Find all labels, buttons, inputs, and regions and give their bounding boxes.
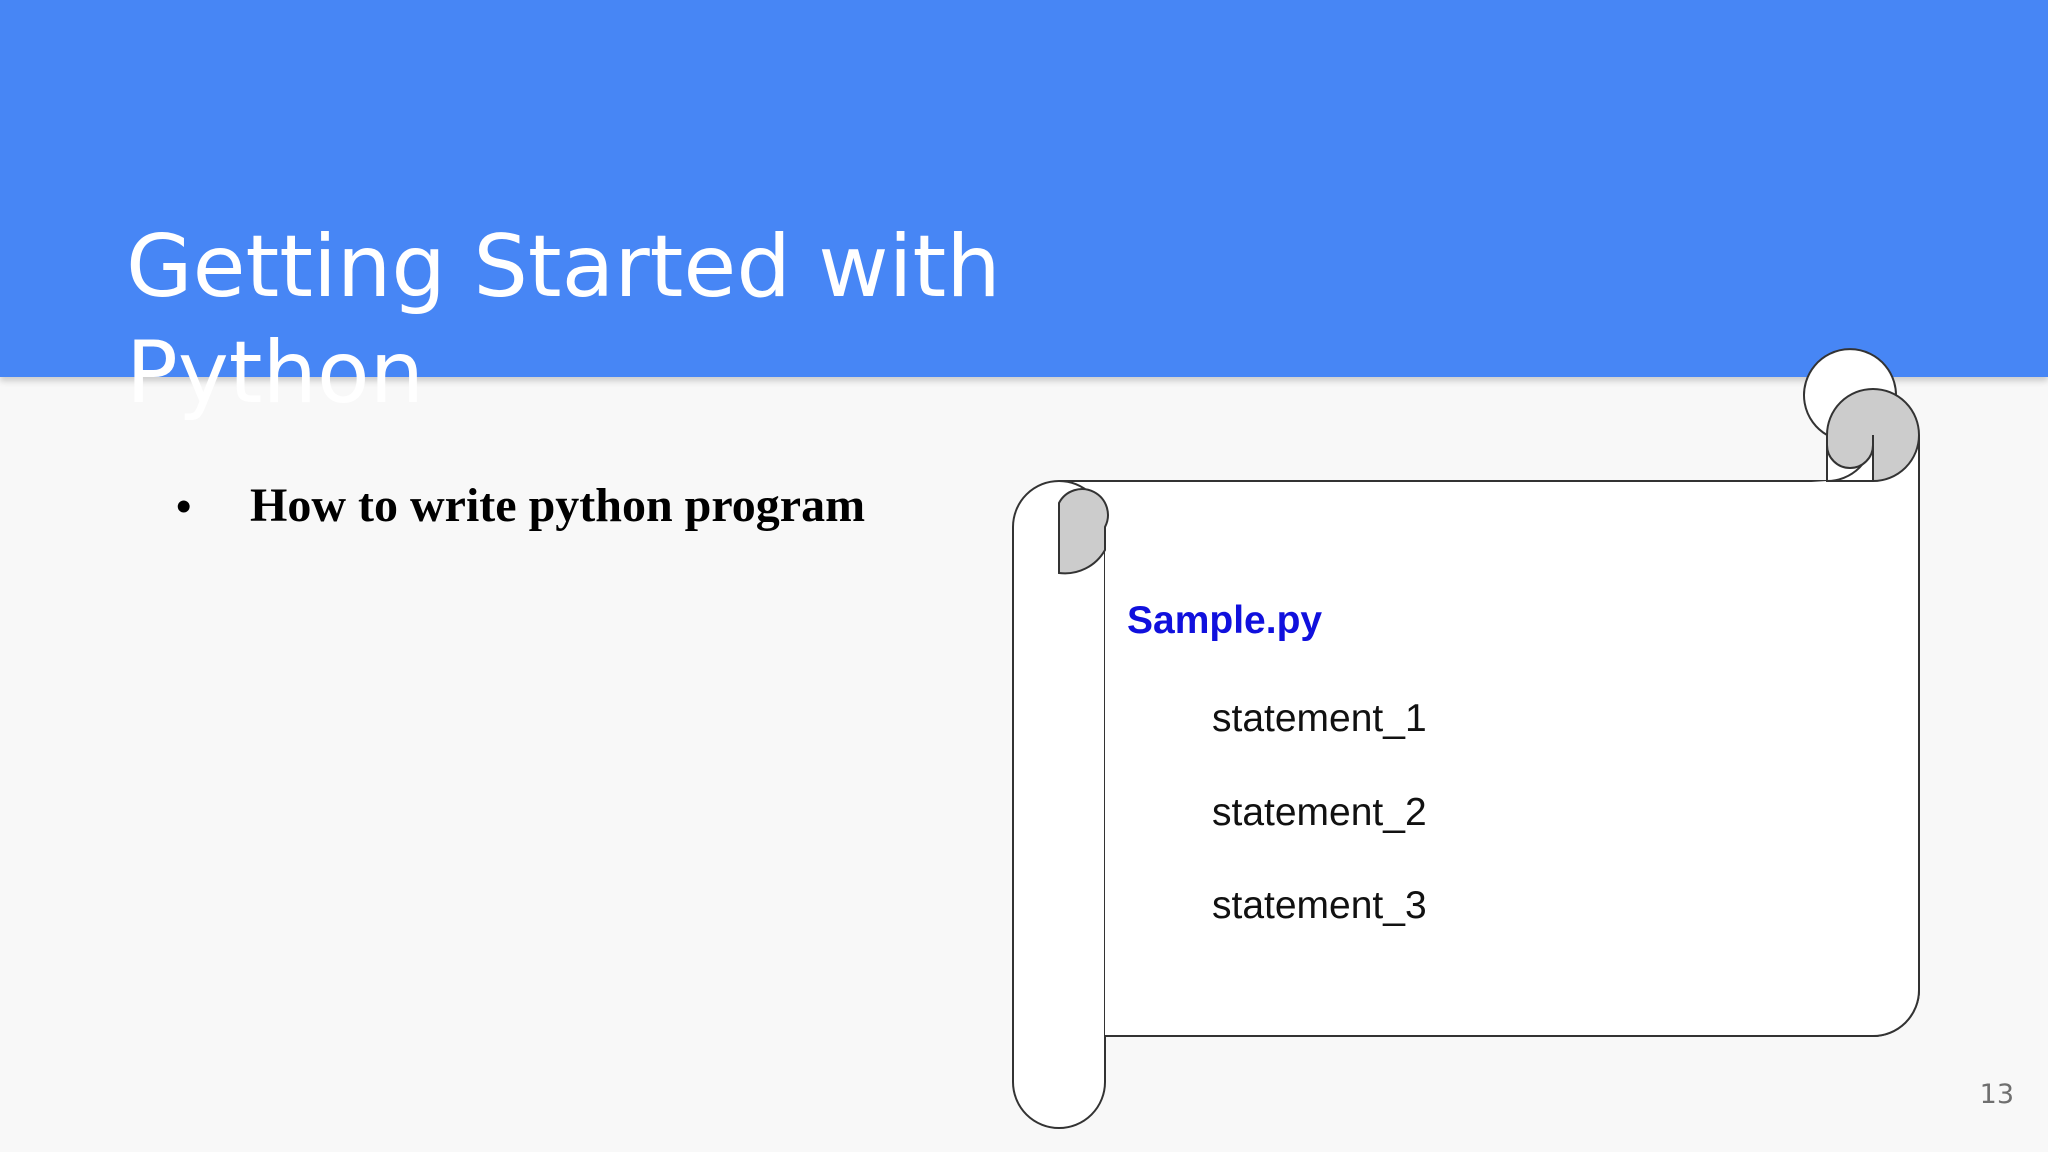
bullet-item: • How to write python program bbox=[176, 474, 865, 539]
header-band bbox=[0, 0, 2048, 377]
file-name: Sample.py bbox=[1127, 599, 1323, 642]
statement-line: statement_2 bbox=[1212, 791, 1427, 834]
statement-line: statement_1 bbox=[1212, 697, 1427, 740]
bullet-icon: • bbox=[176, 482, 192, 531]
statement-line: statement_3 bbox=[1212, 884, 1427, 927]
bullet-text: How to write python program bbox=[250, 479, 866, 532]
scroll-right-body bbox=[1105, 435, 1919, 1036]
slide-title: Getting Started with Python bbox=[126, 217, 1001, 423]
page-number: 13 bbox=[1979, 1079, 2014, 1110]
scroll-left-curl bbox=[1058, 488, 1109, 575]
bullet-list: • How to write python program bbox=[176, 474, 865, 539]
scroll-right-curl bbox=[1826, 388, 1921, 483]
scroll-left-roll bbox=[1012, 479, 1106, 1129]
